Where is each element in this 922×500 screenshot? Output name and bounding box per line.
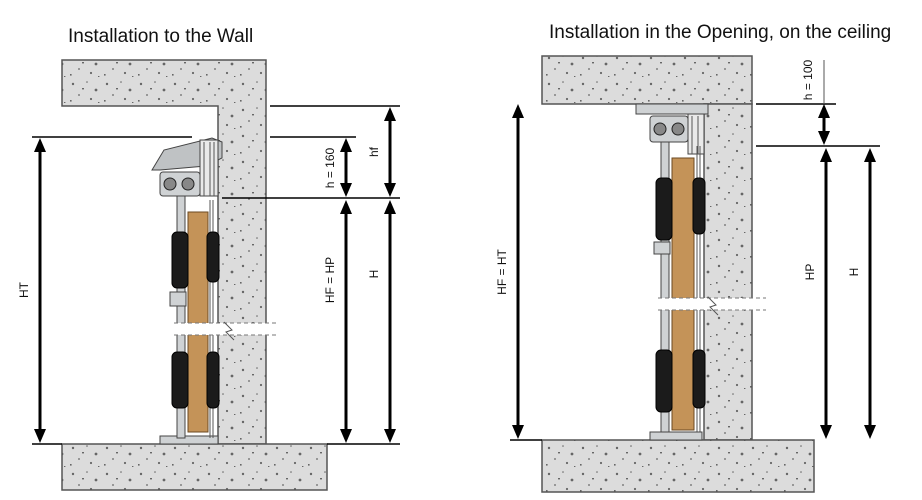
left-hfhp-label: HF = HP (323, 257, 337, 303)
right-h100-label: h = 100 (801, 59, 815, 100)
left-hinge-bottom-inner (206, 351, 220, 409)
left-diagram-title: Installation to the Wall (68, 26, 253, 47)
left-hinge-bottom-outer (171, 351, 189, 409)
left-h160-label: h = 160 (323, 147, 337, 188)
right-diagram-title: Installation in the Opening, on the ceil… (549, 22, 891, 43)
right-ceiling (541, 55, 753, 105)
left-vertical-rod (176, 195, 186, 439)
left-break-symbol (223, 321, 235, 341)
left-break-gap (174, 323, 278, 335)
left-bottom-guide (159, 435, 219, 445)
right-bottom-guide (649, 431, 703, 441)
right-floor (541, 439, 815, 493)
right-hp-label: HP (803, 264, 817, 281)
right-hfht-label: HF = HT (495, 248, 509, 294)
right-door-panel (671, 157, 695, 431)
left-door-panel (187, 211, 209, 433)
left-floor (61, 443, 328, 491)
right-break-gap (658, 298, 766, 310)
left-ht-label: HT (17, 281, 31, 298)
right-rail-profile (687, 113, 705, 155)
right-hinge-top-inner (692, 177, 706, 235)
left-diagram: Installation to the Wall (17, 26, 400, 491)
right-h-label: H (847, 268, 861, 277)
left-rail-profile (199, 139, 219, 197)
right-latch (653, 241, 671, 255)
right-diagram: Installation in the Opening, on the ceil… (495, 22, 891, 493)
right-wall (703, 103, 753, 441)
left-hf-label: hf (367, 146, 381, 157)
left-hinge-top-outer (171, 231, 189, 289)
left-latch (169, 291, 187, 307)
right-hinge-top-outer (655, 177, 673, 241)
left-ceiling-wall (61, 59, 267, 445)
left-hinge-top-inner (206, 231, 220, 283)
right-hinge-bottom-outer (655, 349, 673, 413)
right-hinge-bottom-inner (692, 349, 706, 409)
right-break-symbol (707, 296, 719, 316)
left-h-label: H (367, 270, 381, 279)
right-top-plate (635, 103, 709, 115)
